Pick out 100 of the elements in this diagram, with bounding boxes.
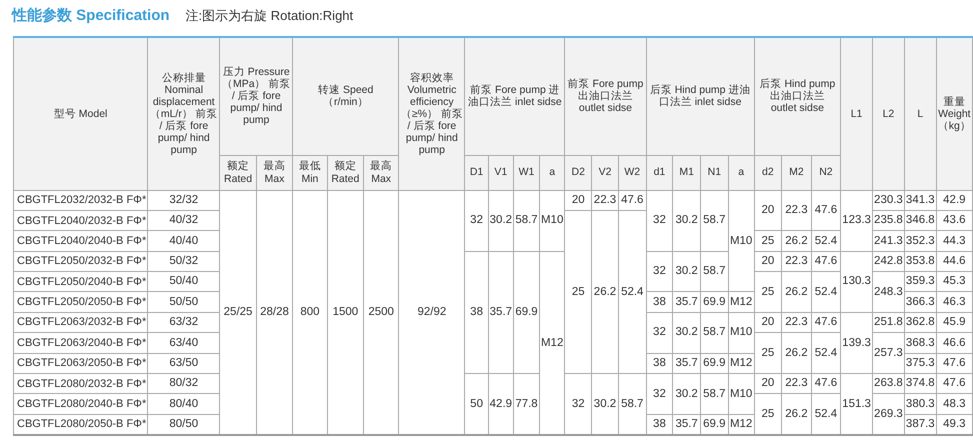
spec-value: 30.2 xyxy=(672,374,700,414)
spec-value: 69.9 xyxy=(700,292,728,312)
spec-value: 30.2 xyxy=(488,190,514,252)
spec-value: 242.8 xyxy=(872,251,904,272)
spec-value: 362.8 xyxy=(904,312,936,333)
spec-value: 25 xyxy=(754,394,782,436)
spec-value: 30.2 xyxy=(672,190,700,252)
spec-value: 25 xyxy=(754,272,782,312)
spec-value: 22.3 xyxy=(782,251,812,272)
spec-value: 30.2 xyxy=(592,374,618,436)
spec-value: 47.6 xyxy=(811,251,841,272)
column-header: 后泵 Hind pump 进油口法兰 inlet sidse xyxy=(646,37,754,155)
spec-value: 26.2 xyxy=(782,230,812,252)
spec-value: 47.6 xyxy=(936,374,972,394)
spec-value: 241.3 xyxy=(872,230,904,252)
spec-value: 32 xyxy=(646,190,673,252)
spec-value: 353.8 xyxy=(904,251,936,272)
spec-value: M10 xyxy=(728,374,754,414)
spec-value: 22.3 xyxy=(782,190,812,231)
model-number: CBGTFL2050/2040-B FΦ* xyxy=(14,272,148,292)
model-number: CBGTFL2080/2032-B FΦ* xyxy=(14,374,148,394)
column-header: 型号 Model xyxy=(14,37,148,190)
spec-value: 30.2 xyxy=(672,312,700,354)
column-header: 转速 Speed （r/min） xyxy=(292,37,399,155)
spec-value: 26.2 xyxy=(592,210,618,374)
spec-value: 248.3 xyxy=(872,272,904,312)
spec-value: 25 xyxy=(754,230,782,252)
column-subheader: 最低 Min xyxy=(292,155,328,190)
spec-value: 38 xyxy=(464,251,488,374)
spec-value: 47.6 xyxy=(811,190,841,231)
spec-value: 58.7 xyxy=(700,190,728,252)
spec-value: 230.3 xyxy=(872,190,904,210)
spec-value: 42.9 xyxy=(936,190,972,210)
column-subheader: a xyxy=(728,155,754,190)
model-number: CBGTFL2050/2032-B FΦ* xyxy=(14,251,148,272)
spec-value: 25/25 xyxy=(220,190,256,436)
model-number: CBGTFL2080/2050-B FΦ* xyxy=(14,414,148,436)
spec-value: 35.7 xyxy=(488,251,514,374)
spec-value: 341.3 xyxy=(904,190,936,210)
spec-value: 69.9 xyxy=(700,353,728,374)
spec-value: 58.7 xyxy=(514,190,540,252)
spec-value: 25 xyxy=(754,332,782,374)
spec-value: 42.9 xyxy=(488,374,514,436)
column-header: 重量 Weight （kg） xyxy=(936,37,972,190)
column-header: L xyxy=(904,37,936,190)
spec-value: M10 xyxy=(728,190,754,292)
spec-value: 45.3 xyxy=(936,272,972,292)
column-header: L1 xyxy=(840,37,872,190)
spec-value: 257.3 xyxy=(872,332,904,374)
column-header: L2 xyxy=(872,37,904,190)
spec-value: 25 xyxy=(564,210,592,374)
column-subheader: M2 xyxy=(782,155,812,190)
spec-value: 269.3 xyxy=(872,394,904,436)
spec-value: M10 xyxy=(539,190,565,252)
column-subheader: D1 xyxy=(464,155,488,190)
spec-value: 47.6 xyxy=(618,190,646,210)
column-subheader: N1 xyxy=(700,155,728,190)
column-subheader: M1 xyxy=(672,155,700,190)
spec-value: 20 xyxy=(564,190,592,210)
spec-value: 20 xyxy=(754,190,782,231)
spec-value: 359.3 xyxy=(904,272,936,292)
spec-value: 47.6 xyxy=(811,312,841,333)
spec-value: 375.3 xyxy=(904,353,936,374)
spec-value: M10 xyxy=(728,312,754,354)
spec-value: 20 xyxy=(754,251,782,272)
column-subheader: W1 xyxy=(514,155,540,190)
column-header: 前泵 Fore pump 出油口法兰 outlet sidse xyxy=(564,37,646,155)
column-subheader: a xyxy=(539,155,565,190)
spec-value: 58.7 xyxy=(700,374,728,414)
model-number: CBGTFL2040/2032-B FΦ* xyxy=(14,210,148,231)
column-subheader: N2 xyxy=(811,155,841,190)
spec-value: 22.3 xyxy=(782,374,812,394)
column-header: 前泵 Fore pump 进油口法兰 inlet sidse xyxy=(464,37,565,155)
spec-value: 35.7 xyxy=(672,292,700,312)
column-header: 压力 Pressure （MPa） 前泵 / 后泵 fore pump/ hind pump xyxy=(220,37,293,155)
spec-value: 45.9 xyxy=(936,312,972,333)
column-subheader: V2 xyxy=(592,155,618,190)
spec-value: 48.3 xyxy=(936,394,972,414)
spec-value: 46.6 xyxy=(936,332,972,354)
spec-value: 47.6 xyxy=(811,374,841,394)
spec-value: 38 xyxy=(646,292,673,312)
model-number: CBGTFL2032/2032-B FΦ* xyxy=(14,190,148,210)
model-number: CBGTFL2063/2032-B FΦ* xyxy=(14,312,148,333)
spec-value: 43.6 xyxy=(936,210,972,231)
spec-value: 35.7 xyxy=(672,353,700,374)
spec-value: 69.9 xyxy=(514,251,540,374)
spec-value: 366.3 xyxy=(904,292,936,312)
column-header: 后泵 Hind pump 出油口法兰 outlet sidse xyxy=(754,37,841,155)
spec-value: 32 xyxy=(646,251,673,292)
column-subheader: 最高 Max xyxy=(364,155,399,190)
spec-value: 26.2 xyxy=(782,272,812,312)
model-number: CBGTFL2040/2040-B FΦ* xyxy=(14,230,148,252)
spec-value: 47.6 xyxy=(936,353,972,374)
spec-value: 251.8 xyxy=(872,312,904,333)
column-subheader: d1 xyxy=(646,155,673,190)
model-number: CBGTFL2063/2040-B FΦ* xyxy=(14,332,148,354)
model-number: CBGTFL2063/2050-B FΦ* xyxy=(14,353,148,374)
spec-value: 374.8 xyxy=(904,374,936,394)
spec-value: 58.7 xyxy=(700,312,728,354)
spec-value: 32 xyxy=(646,312,673,354)
